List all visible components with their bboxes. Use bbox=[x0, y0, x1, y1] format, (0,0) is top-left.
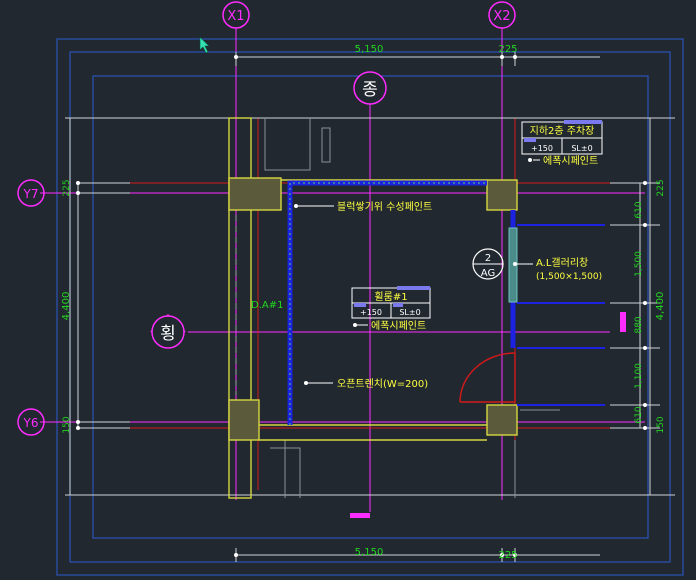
room-tag-upper[interactable]: 지하2층 주차장 +150 SL±0 bbox=[521, 120, 603, 155]
dim-right-4400: 4,400 bbox=[655, 292, 666, 321]
annotation-epoxy-top: 에폭시페인트 bbox=[543, 155, 598, 167]
frame-lines bbox=[56, 38, 684, 576]
leader-dots bbox=[294, 158, 532, 385]
section-marker-top[interactable]: 종 bbox=[353, 71, 387, 105]
grid-bubble-y6[interactable]: Y6 bbox=[17, 408, 45, 436]
room-level-center: +150 bbox=[360, 308, 382, 317]
dimension-ticks bbox=[76, 55, 647, 557]
dim-left-top: 225 bbox=[62, 179, 72, 196]
room-tag-center[interactable]: 휠룸#1 +150 SL±0 bbox=[351, 286, 431, 319]
grid-bubble-y7[interactable]: Y7 bbox=[17, 179, 45, 207]
section-marker-left[interactable]: 횡 bbox=[150, 314, 186, 349]
elevation-tag[interactable]: 2 AG bbox=[472, 248, 504, 280]
annotation-louver-2: (1,500×1,500) bbox=[536, 272, 602, 282]
dimension-lines bbox=[65, 52, 675, 562]
annotation-da-tag: D.A#1 bbox=[251, 300, 283, 311]
dim-top-total: 5,150 bbox=[355, 44, 384, 55]
room-name-upper: 지하2층 주차장 bbox=[530, 124, 595, 137]
cursor-icon bbox=[199, 36, 210, 54]
grid-label-x2: X2 bbox=[493, 9, 510, 24]
section-label-left: 횡 bbox=[160, 324, 176, 344]
annotation-block-paint: 블럭쌓기위 수성페인트 bbox=[337, 200, 432, 213]
dim-right-150: 150 bbox=[656, 416, 666, 433]
paint-dots bbox=[289, 182, 487, 425]
grid-label-x1: X1 bbox=[227, 9, 244, 24]
dim-top-right: 225 bbox=[498, 44, 517, 55]
door-swing bbox=[459, 352, 516, 403]
dim-right-1500: 1,500 bbox=[634, 251, 644, 277]
annotation-open-trench: 오픈트렌치(W=200) bbox=[337, 378, 428, 390]
room-name-center: 휠룸#1 bbox=[374, 290, 407, 303]
room-level-upper: +150 bbox=[531, 144, 553, 153]
annotation-louver-1: A.L갤러리창 bbox=[536, 257, 588, 269]
dim-right-610a: 610 bbox=[634, 201, 644, 218]
annotation-epoxy-mid: 에폭시페인트 bbox=[371, 320, 426, 332]
room-slab-upper: SL±0 bbox=[571, 144, 592, 153]
grid-bubble-x2[interactable]: X2 bbox=[488, 1, 516, 29]
grid-bubble-x1[interactable]: X1 bbox=[222, 1, 250, 29]
section-marker-bottom bbox=[350, 513, 370, 518]
dim-right-1100: 1,100 bbox=[634, 363, 644, 389]
louver-window bbox=[508, 227, 518, 303]
grid-label-y6: Y6 bbox=[23, 416, 39, 430]
room-slab-center: SL±0 bbox=[399, 308, 420, 317]
dim-right-610b: 610 bbox=[634, 406, 644, 423]
dim-left-mid: 4,400 bbox=[61, 292, 72, 321]
dim-right-880: 880 bbox=[634, 316, 644, 333]
section-marker-bar bbox=[620, 312, 626, 332]
leader-lines bbox=[296, 159, 540, 384]
dim-right-top: 225 bbox=[656, 179, 666, 196]
grid-label-y7: Y7 bbox=[23, 187, 39, 201]
dim-bottom-right: 225 bbox=[498, 550, 517, 561]
louver-bars bbox=[517, 224, 605, 406]
dim-left-bottom: 150 bbox=[62, 416, 72, 433]
dim-bottom-total: 5,150 bbox=[355, 547, 384, 558]
wall-outlines bbox=[228, 117, 518, 499]
section-label-top: 종 bbox=[362, 80, 378, 100]
elevation-code: AG bbox=[481, 268, 495, 279]
elevation-number: 2 bbox=[485, 253, 491, 264]
